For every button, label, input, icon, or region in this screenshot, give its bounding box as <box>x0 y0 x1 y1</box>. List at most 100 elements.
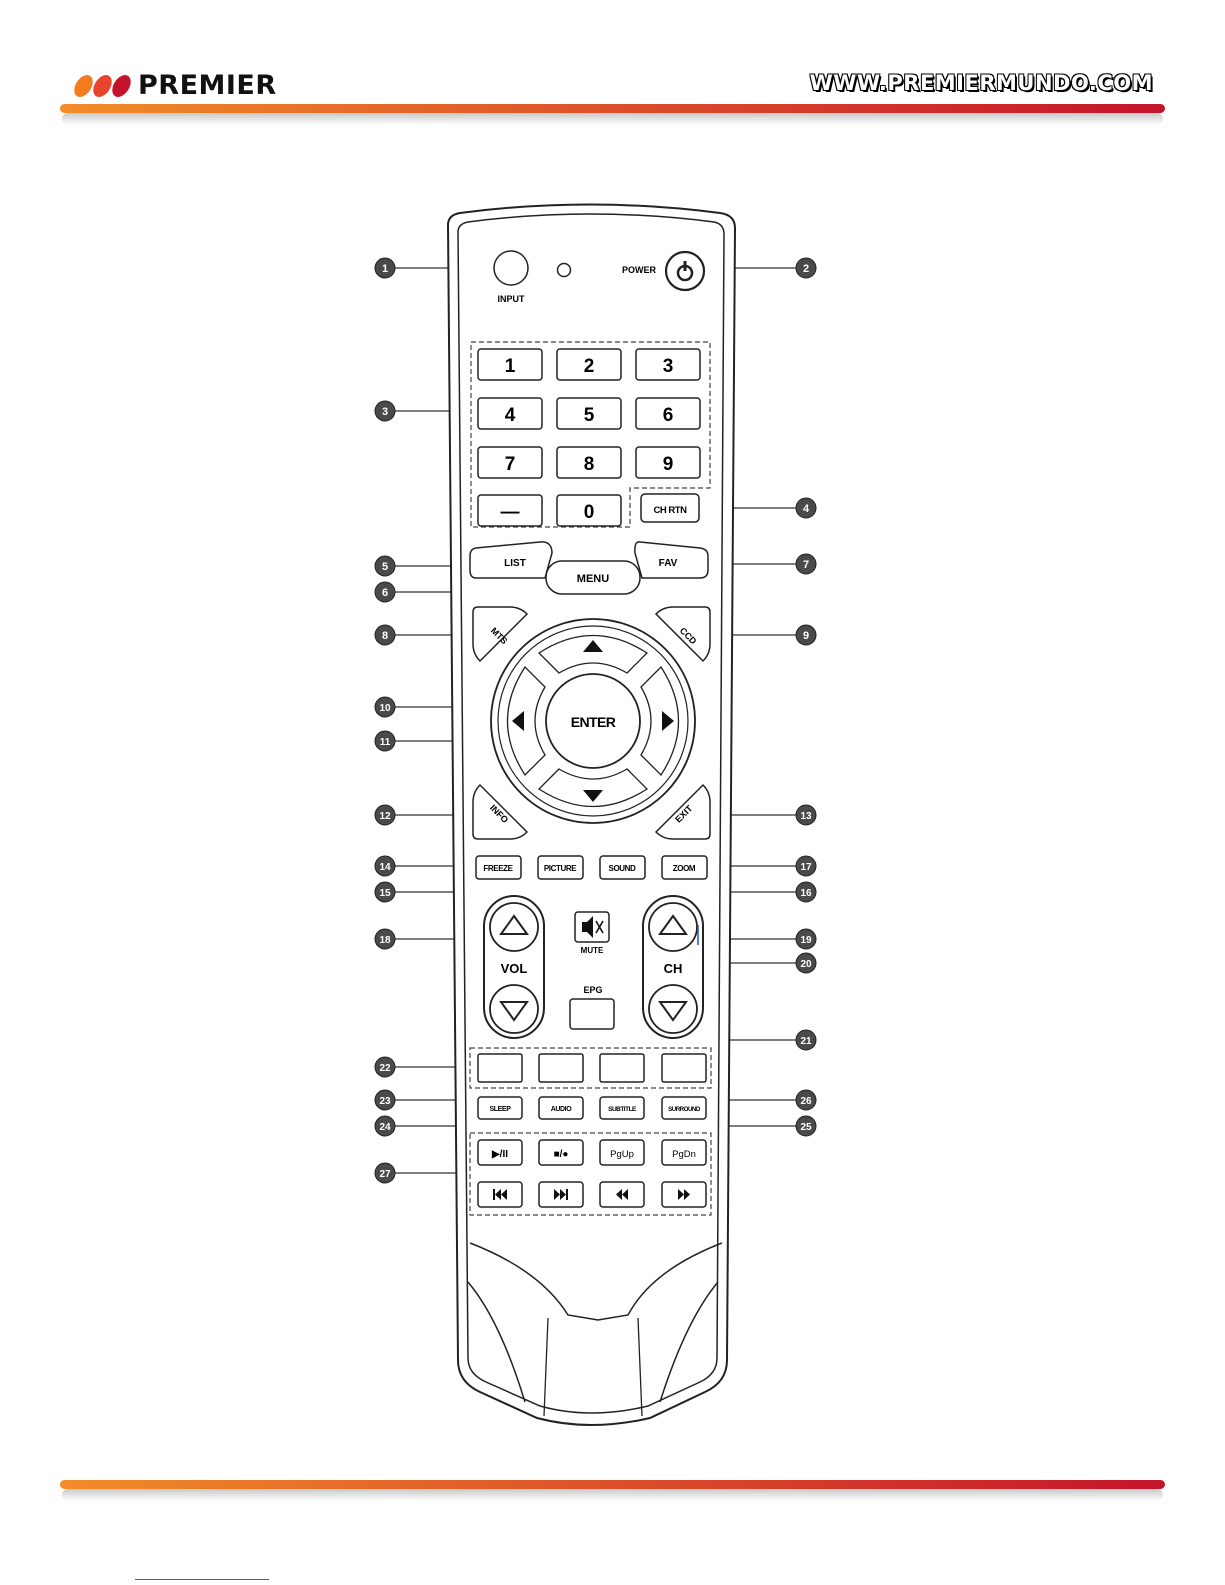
navigation-dpad: ENTER <box>491 619 695 823</box>
callout-number: 14 <box>379 862 391 873</box>
callout-badge: 6 <box>375 582 395 602</box>
callout-badge: 18 <box>375 929 395 949</box>
callout-number: 9 <box>803 630 809 642</box>
callout-badge: 5 <box>375 556 395 576</box>
zoom-label: ZOOM <box>673 864 696 873</box>
callout-number: 6 <box>382 587 388 599</box>
callout-number: 12 <box>379 811 391 822</box>
callout-number: 21 <box>800 1036 812 1047</box>
callout-badge: 15 <box>375 882 395 902</box>
footer-divider-bar <box>60 1480 1165 1489</box>
callout-badge: 26 <box>796 1090 816 1110</box>
play-pause-icon: ▶/II <box>491 1149 508 1160</box>
digit-label: 8 <box>584 454 595 475</box>
sleep-label: SLEEP <box>490 1106 512 1113</box>
picture-label: PICTURE <box>544 864 577 873</box>
callout-badge: 22 <box>375 1057 395 1077</box>
callout-number: 23 <box>379 1096 391 1107</box>
callout-badge: 23 <box>375 1090 395 1110</box>
callout-number: 25 <box>800 1122 812 1133</box>
callout-badge: 11 <box>375 731 395 751</box>
power-label: POWER <box>622 265 657 275</box>
ch-down-button[interactable] <box>649 985 697 1033</box>
blue-key-button[interactable] <box>662 1054 706 1082</box>
callout-number: 24 <box>379 1122 391 1133</box>
ch-rtn-label: CH RTN <box>654 505 688 516</box>
digit-label: 0 <box>584 502 595 523</box>
callout-badge: 20 <box>796 953 816 973</box>
digit-label: 6 <box>663 405 674 426</box>
callout-badge: 16 <box>796 882 816 902</box>
page-down-label: PgDn <box>672 1149 696 1160</box>
digit-label: 9 <box>663 454 674 475</box>
callout-number: 16 <box>800 888 812 899</box>
callout-number: 15 <box>379 888 391 899</box>
yellow-key-button[interactable] <box>600 1054 644 1082</box>
callout-badge: 13 <box>796 805 816 825</box>
callout-badge: 10 <box>375 697 395 717</box>
callout-badge: 9 <box>796 625 816 645</box>
ch-up-button[interactable] <box>649 903 697 951</box>
callout-badge: 2 <box>796 258 816 278</box>
callout-number: 10 <box>379 703 391 714</box>
input-button[interactable] <box>494 251 528 285</box>
mute-label: MUTE <box>581 946 604 955</box>
epg-button[interactable] <box>570 999 614 1029</box>
callout-number: 19 <box>800 935 812 946</box>
digit-label: 1 <box>505 356 516 377</box>
callout-number: 7 <box>803 559 809 571</box>
callout-badge: 17 <box>796 856 816 876</box>
red-key-button[interactable] <box>478 1054 522 1082</box>
vol-label: VOL <box>501 961 528 976</box>
callout-badge: 4 <box>796 498 816 518</box>
menu-label: MENU <box>577 573 609 585</box>
digit-label: 2 <box>584 356 595 377</box>
fav-label: FAV <box>659 558 678 569</box>
vol-down-button[interactable] <box>490 985 538 1033</box>
freeze-label: FREEZE <box>483 864 513 873</box>
digit-label: 4 <box>505 405 516 426</box>
ch-label: CH <box>664 961 683 976</box>
callout-number: 3 <box>382 406 388 418</box>
digit-label: — <box>501 502 520 523</box>
footer-link-underline <box>135 1579 269 1580</box>
page-up-label: PgUp <box>610 1149 634 1160</box>
digit-label: 7 <box>505 454 516 475</box>
input-label: INPUT <box>498 294 526 304</box>
callout-number: 22 <box>379 1063 391 1074</box>
ir-led-indicator <box>558 264 571 277</box>
footer-bar-shadow <box>62 1489 1163 1501</box>
enter-label: ENTER <box>571 714 616 730</box>
green-key-button[interactable] <box>539 1054 583 1082</box>
callout-badge: 27 <box>375 1163 395 1183</box>
callout-badge: 21 <box>796 1030 816 1050</box>
callout-badge: 14 <box>375 856 395 876</box>
audio-label: AUDIO <box>551 1106 573 1113</box>
callout-badge: 1 <box>375 258 395 278</box>
surround-label: SURROUND <box>668 1106 701 1113</box>
callout-badge: 25 <box>796 1116 816 1136</box>
callout-badge: 8 <box>375 625 395 645</box>
sound-label: SOUND <box>609 864 637 873</box>
callout-badge: 3 <box>375 401 395 421</box>
callout-badge: 24 <box>375 1116 395 1136</box>
digit-label: 3 <box>663 356 674 377</box>
vol-up-button[interactable] <box>490 903 538 951</box>
digit-label: 5 <box>584 405 595 426</box>
list-label: LIST <box>504 558 526 569</box>
callout-number: 1 <box>382 263 388 275</box>
callout-number: 17 <box>800 862 812 873</box>
callout-number: 11 <box>380 737 391 748</box>
callout-number: 4 <box>803 503 810 515</box>
callout-number: 2 <box>803 263 809 275</box>
stop-record-icon: ■/● <box>554 1149 569 1160</box>
callout-number: 5 <box>382 561 388 573</box>
callout-number: 18 <box>379 935 391 946</box>
epg-label: EPG <box>583 985 602 995</box>
callout-badge: 19 <box>796 929 816 949</box>
callout-number: 8 <box>382 630 388 642</box>
callout-badge: 7 <box>796 554 816 574</box>
callout-number: 27 <box>379 1169 391 1180</box>
callout-number: 26 <box>800 1096 812 1107</box>
